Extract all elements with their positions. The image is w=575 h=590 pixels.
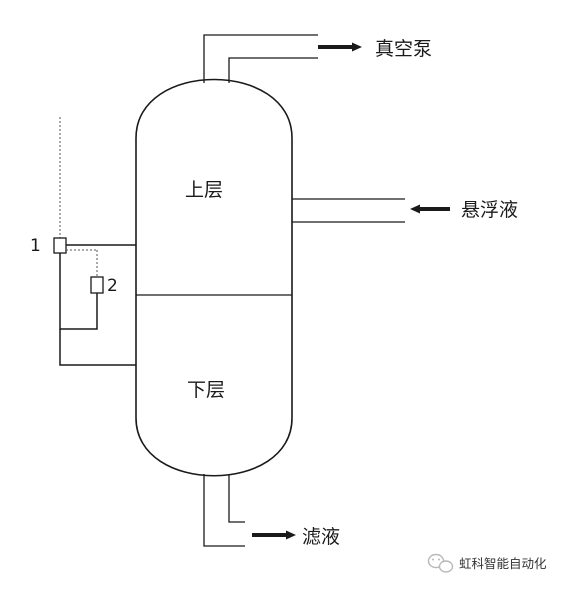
- lower-layer-label: 下层: [187, 379, 225, 401]
- filtrate-arrow: [252, 530, 296, 540]
- sensor-2: [90, 276, 104, 294]
- wechat-icon: [427, 553, 454, 573]
- vacuum-pump-label: 真空泵: [375, 38, 432, 60]
- filtrate-label: 滤液: [302, 526, 340, 548]
- separator-vessel: [135, 78, 293, 477]
- outlet-pipe-inner: [228, 474, 245, 523]
- sensor-1: [53, 237, 67, 254]
- outlet-pipe-outer: [203, 474, 245, 547]
- vacuum-arrow: [318, 42, 362, 52]
- suspension-label: 悬浮液: [461, 199, 518, 221]
- lower-layer-connection: [59, 329, 136, 366]
- sensor-2-label: 2: [107, 276, 118, 296]
- vacuum-pipe-outer: [203, 34, 318, 83]
- vacuum-pipe-inner: [228, 57, 318, 83]
- upper-layer-label: 上层: [185, 179, 223, 201]
- sensor-1-label: 1: [30, 236, 41, 256]
- suspension-arrow: [410, 204, 450, 214]
- watermark-text: 虹科智能自动化: [459, 556, 547, 571]
- sensor-2-connection: [59, 253, 98, 330]
